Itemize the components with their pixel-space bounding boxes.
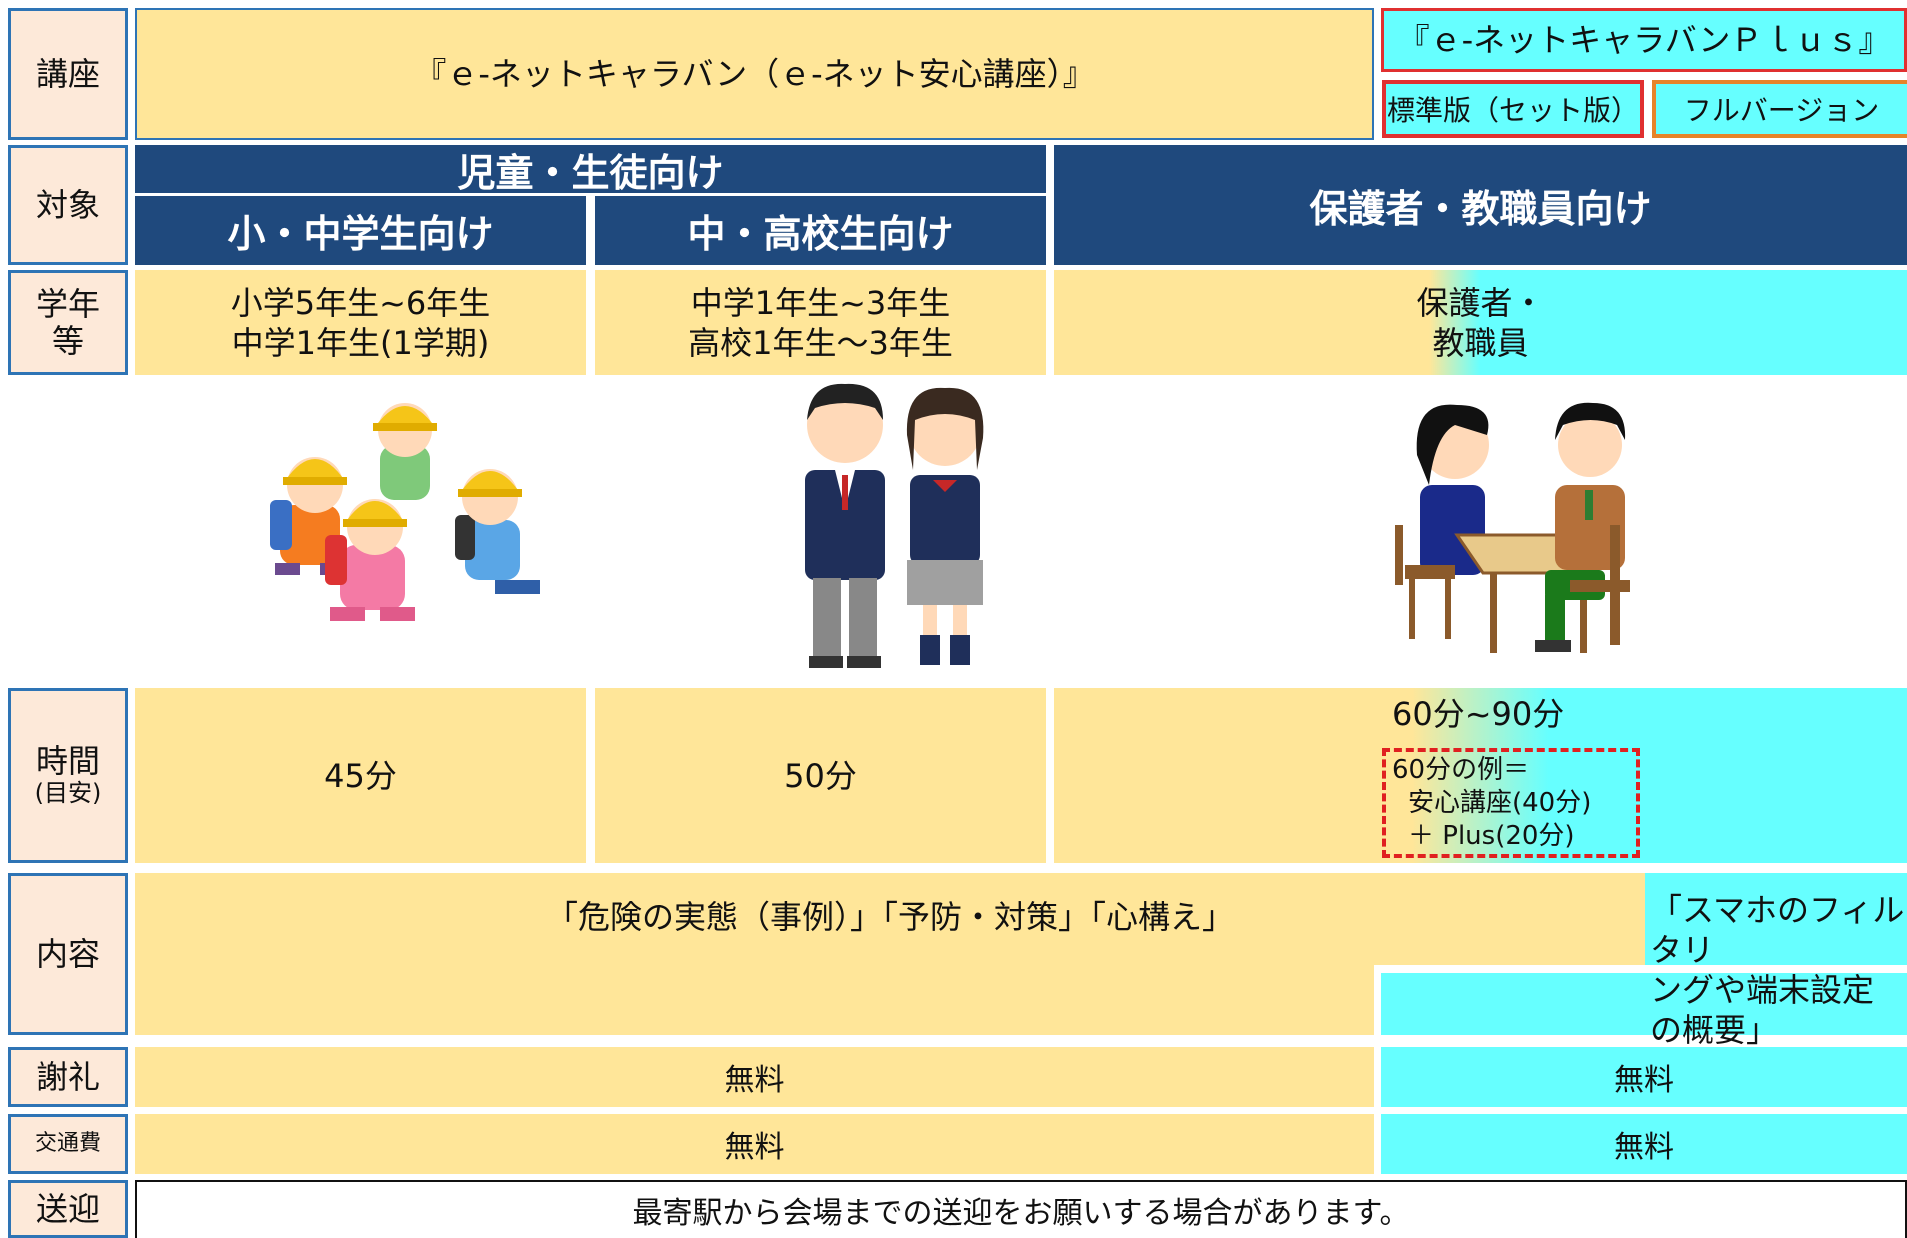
time-parents: 60分~90分 60分の例＝ 安心講座(40分) ＋ Plus(20分) [1054, 688, 1907, 863]
grade-high: 中学1年生~3年生高校1年生～3年生 [595, 270, 1046, 375]
target-parents-header: 保護者・教職員向け [1054, 145, 1907, 265]
grade-elem: 小学5年生~6年生中学1年生(1学期) [135, 270, 586, 375]
target-divider [135, 193, 1046, 196]
course-standard-label: 標準版（セット版） [1386, 94, 1639, 127]
parents-teachers-illustration [1395, 402, 1630, 653]
content-main-top [135, 873, 1645, 965]
course-standard-box: 標準版（セット版） [1382, 80, 1644, 138]
grade-parents: 保護者・教職員 [1054, 270, 1907, 375]
label-grade: 学年等 [8, 270, 128, 375]
label-time: 時間(目安) [8, 688, 128, 863]
fee-main: 無料 [135, 1047, 1374, 1107]
content-main-bottom [135, 965, 1374, 1035]
transport-main: 無料 [135, 1114, 1374, 1174]
label-transport: 交通費 [8, 1114, 128, 1174]
course-plus-title: 『ｅ-ネットキャラバンＰｌｕｓ』 [1397, 21, 1891, 59]
target-elem-header: 小・中学生向け [135, 196, 586, 265]
target-high-header: 中・高校生向け [595, 196, 1046, 265]
time-high: 50分 [595, 688, 1046, 863]
course-full-box: フルバージョン [1652, 80, 1907, 138]
content-plus-top [1645, 873, 1907, 965]
label-fee: 謝礼 [8, 1047, 128, 1107]
time-elem: 45分 [135, 688, 586, 863]
students-illustration [805, 383, 984, 668]
course-main-title: 『ｅ-ネットキャラバン（ｅ-ネット安心講座）』 [414, 55, 1095, 93]
label-target: 対象 [8, 145, 128, 265]
pickup-note: 最寄駅から会場までの送迎をお願いする場合があります。 [135, 1180, 1907, 1238]
label-content: 内容 [8, 873, 128, 1035]
children-illustration [270, 403, 540, 621]
course-main-box: 『ｅ-ネットキャラバン（ｅ-ネット安心講座）』 [135, 8, 1374, 140]
target-students-header: 児童・生徒向け [135, 145, 1046, 195]
label-pickup: 送迎 [8, 1180, 128, 1238]
fee-plus: 無料 [1381, 1047, 1907, 1107]
time-example-box: 60分の例＝ 安心講座(40分) ＋ Plus(20分) [1382, 748, 1640, 858]
content-plus-bottom [1381, 973, 1907, 1035]
time-parents-range: 60分~90分 [1392, 695, 1565, 733]
content-plus-text: 「スマホのフィルタリ ングや端末設定 の概要」 [1650, 891, 1905, 1049]
content-main-text: 「危険の実態（事例）」「予防・対策」「心構え」 [545, 898, 1234, 936]
course-full-label: フルバージョン [1683, 94, 1880, 127]
transport-plus: 無料 [1381, 1114, 1907, 1174]
label-course: 講座 [8, 8, 128, 140]
course-plus-box: 『ｅ-ネットキャラバンＰｌｕｓ』 [1381, 8, 1907, 72]
